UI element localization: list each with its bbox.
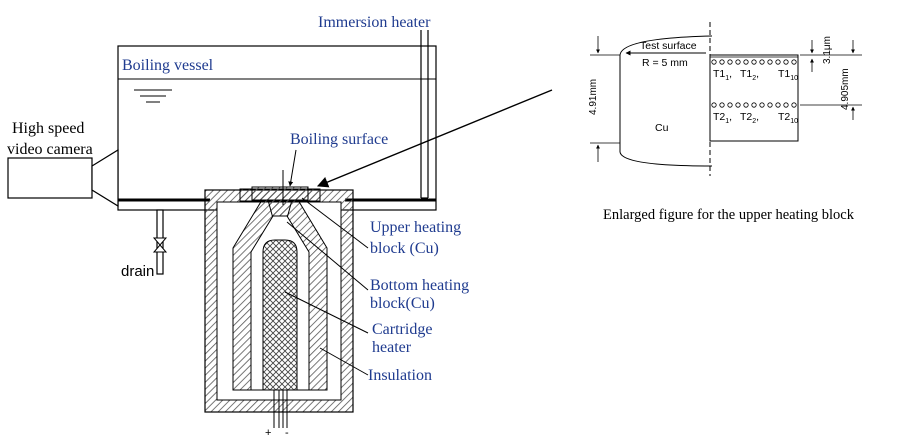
- thermocouple-row-2: [711, 102, 797, 108]
- t2-1-label: T21,: [713, 111, 732, 125]
- thermocouple-row-1: [711, 59, 797, 65]
- plus-label: +: [265, 427, 271, 438]
- bottom-block-label-line1: Bottom heating: [370, 277, 469, 294]
- camera-icon: [7, 148, 119, 208]
- enlarged-figure: [590, 22, 862, 176]
- boiling-vessel-label: Boiling vessel: [122, 57, 214, 74]
- boiling-surface-label: Boiling surface: [290, 131, 388, 148]
- leader-lines: [284, 89, 553, 376]
- test-surface-label: Test surface: [640, 40, 697, 52]
- thickness-label: 3.1μm: [822, 36, 833, 64]
- t2-2-label: T22,: [740, 111, 759, 125]
- row1-labels: T11, T12, T110: [713, 68, 798, 82]
- t1-10-label: T110: [778, 68, 798, 82]
- dim-right-label: 4.905mm: [840, 68, 851, 110]
- water-level-icon: [134, 89, 172, 103]
- dim-left-label: 4.91mm: [588, 79, 599, 115]
- radius-label: R = 5 mm: [642, 57, 688, 69]
- t1-2-label: T12,: [740, 68, 759, 82]
- camera-label-line2: video camera: [7, 141, 93, 158]
- drain-label: drain: [121, 263, 154, 280]
- insulation-label: Insulation: [368, 367, 432, 384]
- upper-block-label-line1: Upper heating: [370, 219, 461, 236]
- row2-labels: T21, T22, T210: [713, 111, 798, 125]
- heater-leads: [273, 390, 288, 428]
- immersion-heater-label: Immersion heater: [318, 14, 431, 31]
- cartridge-heater: [262, 239, 298, 391]
- valve-icon: [152, 237, 168, 253]
- t2-10-label: T210: [778, 111, 798, 125]
- t1-1-label: T11,: [713, 68, 732, 82]
- cartridge-label-line1: Cartridge: [372, 321, 432, 338]
- enlarged-caption: Enlarged figure for the upper heating bl…: [603, 207, 855, 223]
- camera-label-line1: High speed: [12, 120, 84, 137]
- bottom-block-label-line2: block(Cu): [370, 295, 435, 312]
- upper-block-label-line2: block (Cu): [370, 240, 439, 257]
- minus-label: -: [285, 427, 289, 438]
- material-label: Cu: [655, 122, 669, 134]
- cartridge-label-line2: heater: [372, 339, 412, 356]
- immersion-heater: [420, 30, 429, 199]
